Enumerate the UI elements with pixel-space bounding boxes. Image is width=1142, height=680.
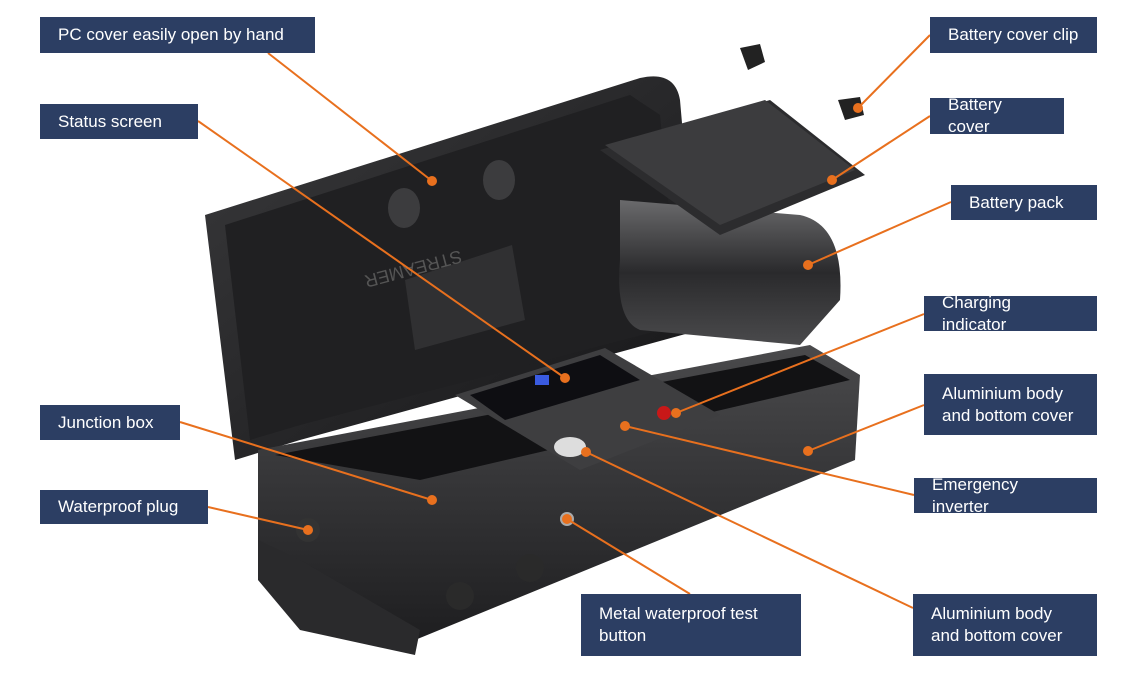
label-junction-box: Junction box <box>40 405 180 440</box>
label-aluminium-body-top: Aluminium body and bottom cover <box>924 374 1097 435</box>
label-aluminium-body-bottom: Aluminium body and bottom cover <box>913 594 1097 656</box>
leader-lines <box>179 34 952 609</box>
label-emergency-inverter: Emergency inverter <box>914 475 1097 516</box>
label-status-screen: Status screen <box>40 104 198 139</box>
label-battery-pack: Battery pack <box>951 185 1097 220</box>
battery-pack <box>619 200 841 345</box>
battery-cover <box>600 100 865 235</box>
label-metal-test-button: Metal waterproof test button <box>581 594 801 656</box>
label-charging-indicator: Charging indicator <box>924 293 1097 334</box>
label-pc-cover: PC cover easily open by hand <box>40 17 315 53</box>
pc-cover: STREAMER <box>205 76 700 460</box>
label-waterproof-plug: Waterproof plug <box>40 490 208 524</box>
battery-cover-clip <box>740 44 864 120</box>
emergency-inverter <box>455 348 720 470</box>
label-battery-cover: Battery cover <box>930 95 1064 136</box>
label-battery-cover-clip: Battery cover clip <box>930 17 1097 53</box>
